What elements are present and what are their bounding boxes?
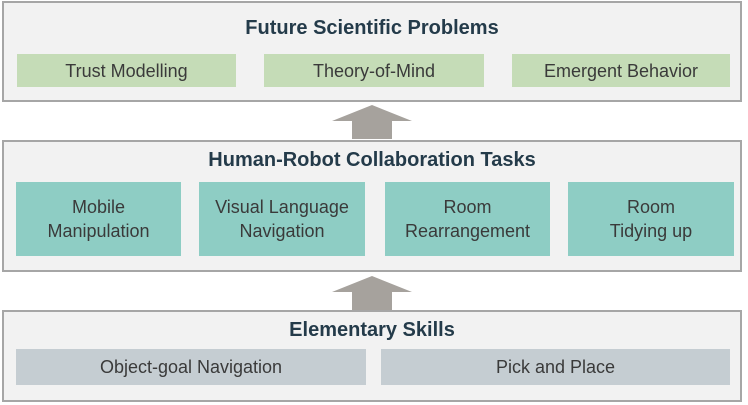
room-rearrangement-box: Room Rearrangement — [385, 182, 550, 256]
panel-title: Elementary Skills — [289, 319, 455, 341]
arrow-up-icon — [332, 105, 412, 139]
object-goal-navigation-box: Object-goal Navigation — [16, 349, 366, 385]
elementary-skills-panel: Elementary Skills Object-goal Navigation… — [2, 310, 742, 402]
panel-title: Future Scientific Problems — [245, 17, 499, 39]
mobile-manipulation-box: Mobile Manipulation — [16, 182, 181, 256]
human-robot-collaboration-tasks-panel: Human-Robot Collaboration Tasks Mobile M… — [2, 140, 742, 272]
visual-language-navigation-box: Visual Language Navigation — [199, 182, 365, 256]
trust-modelling-box: Trust Modelling — [17, 54, 236, 87]
pick-and-place-box: Pick and Place — [381, 349, 730, 385]
future-scientific-problems-panel: Future Scientific Problems Trust Modelli… — [2, 1, 742, 102]
arrow-up-icon — [332, 276, 412, 310]
theory-of-mind-box: Theory-of-Mind — [264, 54, 484, 87]
panel-title: Human-Robot Collaboration Tasks — [208, 149, 536, 171]
room-tidying-up-box: Room Tidying up — [568, 182, 734, 256]
emergent-behavior-box: Emergent Behavior — [512, 54, 730, 87]
